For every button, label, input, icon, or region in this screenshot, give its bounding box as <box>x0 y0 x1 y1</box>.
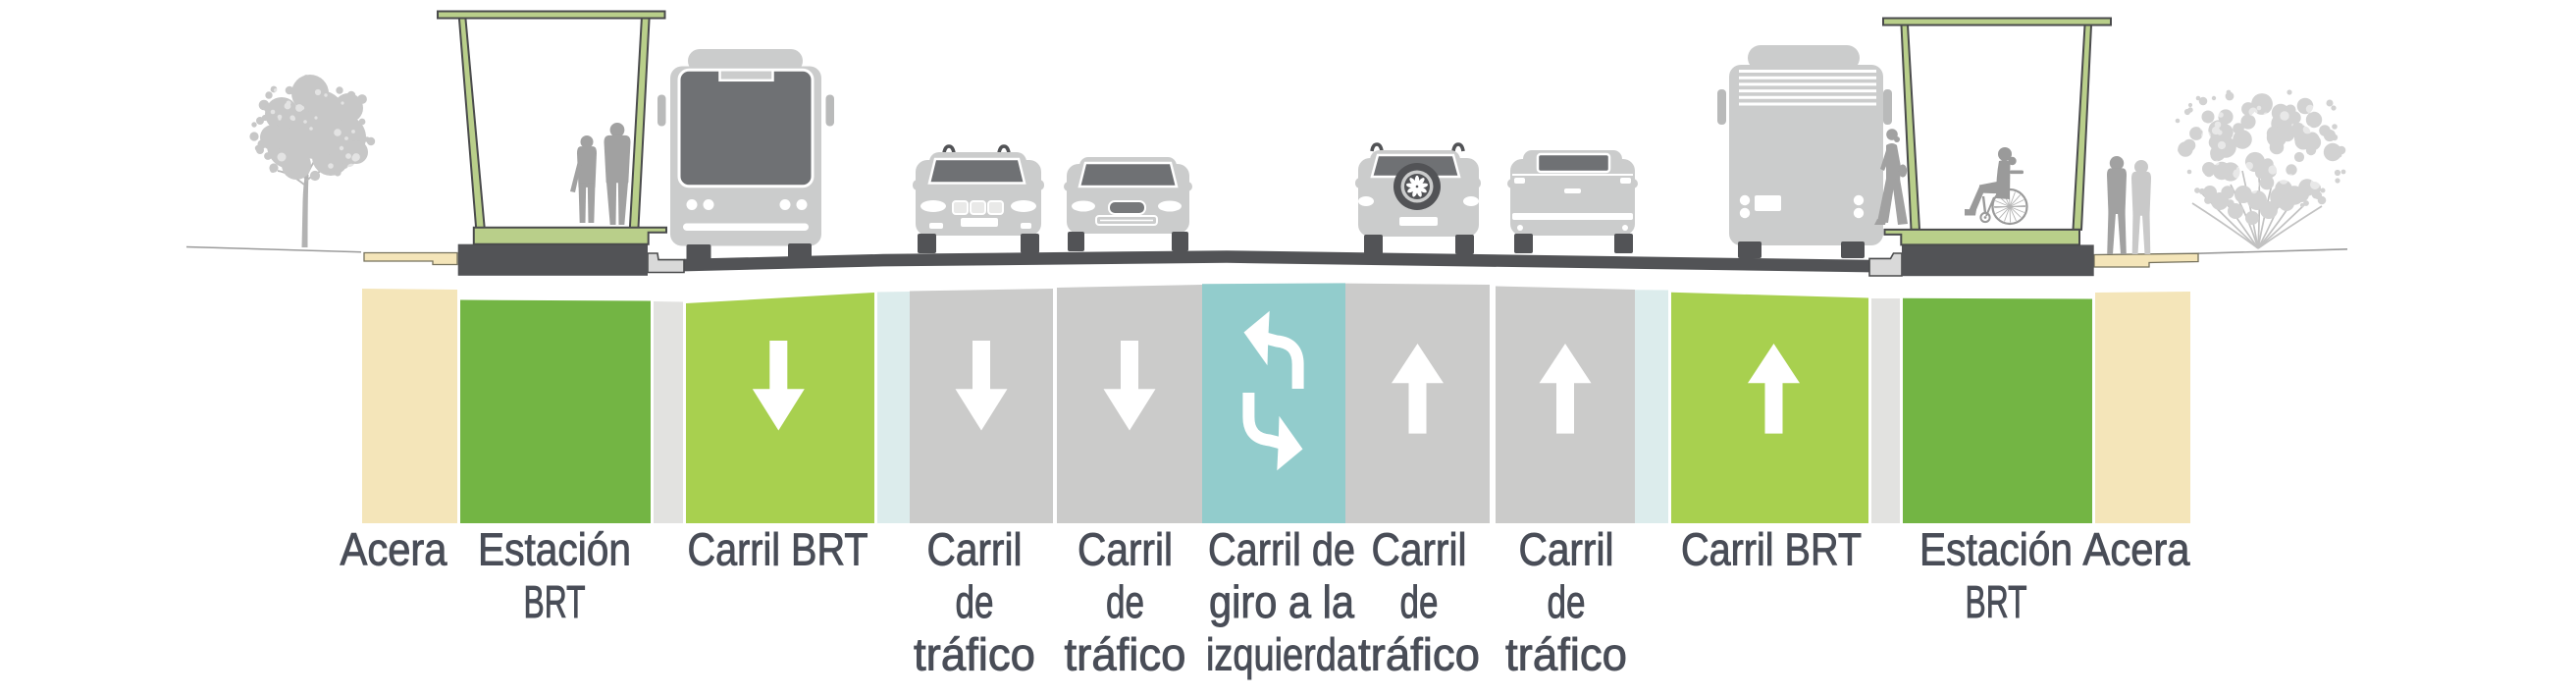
svg-text:Carril: Carril <box>1519 524 1614 575</box>
svg-text:BRT: BRT <box>1966 576 2027 627</box>
svg-text:de: de <box>1548 576 1586 627</box>
svg-text:de: de <box>1106 576 1144 627</box>
svg-text:Carril BRT: Carril BRT <box>1681 524 1862 575</box>
svg-text:de: de <box>1400 576 1439 627</box>
svg-text:tráfico: tráfico <box>1505 629 1627 680</box>
svg-text:Carril de: Carril de <box>1208 524 1355 575</box>
svg-text:Estación: Estación <box>1919 524 2073 575</box>
svg-text:Acera: Acera <box>2083 524 2190 575</box>
svg-text:Carril: Carril <box>1078 524 1173 575</box>
svg-text:tráfico: tráfico <box>1065 629 1186 680</box>
svg-text:BRT: BRT <box>524 576 586 627</box>
svg-text:tráfico: tráfico <box>1358 629 1480 680</box>
svg-text:giro a la: giro a la <box>1209 576 1354 627</box>
svg-text:Carril: Carril <box>927 524 1023 575</box>
svg-text:Carril: Carril <box>1372 524 1467 575</box>
svg-text:izquierda: izquierda <box>1206 629 1357 680</box>
svg-text:tráfico: tráfico <box>914 629 1035 680</box>
svg-text:Estación: Estación <box>478 524 631 575</box>
svg-text:de: de <box>956 576 994 627</box>
svg-text:Carril BRT: Carril BRT <box>688 524 868 575</box>
svg-text:Acera: Acera <box>341 524 447 575</box>
